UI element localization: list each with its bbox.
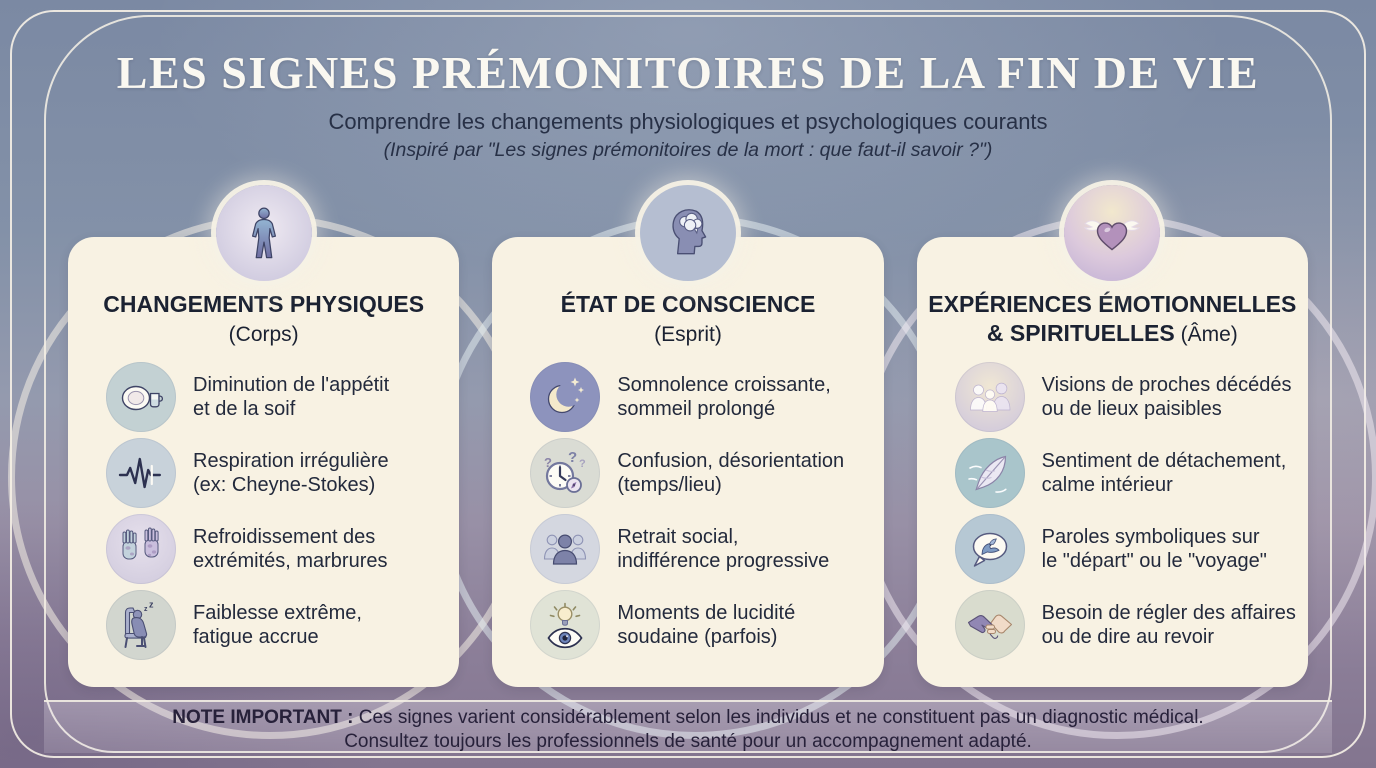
item-text: Diminution de l'appétit et de la soif [193,373,390,421]
dove-speech-icon [954,514,1025,584]
list-item: Refroidissement des extrémités, marbrure… [106,514,459,584]
item-list: Diminution de l'appétit et de la soif Re… [68,362,459,660]
item-text: Refroidissement des extrémités, marbrure… [193,525,388,573]
plate-cup-icon [106,362,176,432]
card-subtitle: (Corps) [68,320,459,348]
moon-stars-icon [530,362,601,432]
winged-heart-icon [1064,185,1161,281]
page-attribution: (Inspiré par "Les signes prémonitoires d… [383,139,993,161]
card-title-line2: & SPIRITUELLES [986,320,1175,346]
list-item: Diminution de l'appétit et de la soif [106,362,459,432]
card-subtitle: & SPIRITUELLES (Âme) [917,320,1308,348]
human-body-icon [251,207,276,259]
card-header: CHANGEMENTS PHYSIQUES (Corps) [68,237,459,348]
list-item: Visions de proches décédés ou de lieux p… [954,362,1308,432]
columns-container: CHANGEMENTS PHYSIQUES (Corps) [68,185,1308,687]
svg-text:z: z [149,601,154,610]
list-item: Respiration irrégulière (ex: Cheyne-Stok… [106,438,459,508]
card-title: CHANGEMENTS PHYSIQUES [103,291,425,317]
card-header: ÉTAT DE CONSCIENCE (Esprit) [492,237,883,348]
item-text: Confusion, désorientation (temps/lieu) [617,449,845,497]
item-text: Moments de lucidité soudaine (parfois) [617,601,796,649]
card-state-of-consciousness: ÉTAT DE CONSCIENCE (Esprit) [492,185,884,687]
page-title: LES SIGNES PRÉMONITOIRES DE LA FIN DE VI… [116,47,1260,98]
footer-label: NOTE IMPORTANT : [172,707,354,728]
head-brain-icon [672,209,707,255]
svg-text:?: ? [544,455,552,470]
winged-heart-icon [1084,220,1141,251]
item-text: Respiration irrégulière (ex: Cheyne-Stok… [193,449,389,497]
head-brain-icon [639,185,736,281]
item-text: Retrait social, indifférence progressive [617,525,830,573]
card-title: ÉTAT DE CONSCIENCE [560,291,816,317]
card-header: EXPÉRIENCES ÉMOTIONNELLES & SPIRITUELLES… [917,237,1308,348]
clock-disorientation-icon: ? ? ? [530,438,601,508]
item-text: Faiblesse extrême, fatigue accrue [193,601,362,649]
svg-text:?: ? [579,458,586,470]
card-subtitle: (Esprit) [492,320,883,348]
handshake-icon [954,590,1025,660]
list-item: Sentiment de détachement, calme intérieu… [954,438,1308,508]
page-subtitle: Comprendre les changements physiologique… [328,109,1048,134]
spirit-figures-icon [954,362,1025,432]
svg-text:z: z [144,606,148,613]
list-item: Moments de lucidité soudaine (parfois) [530,590,883,660]
list-item: Somnolence croissante, sommeil prolongé [530,362,883,432]
human-body-icon [215,185,312,281]
breathing-waveform-icon [106,438,176,508]
footer-text-1: Ces signes varient considérablement selo… [358,707,1204,728]
social-withdrawal-icon [530,514,601,584]
card-subtitle-text: (Âme) [1180,323,1238,346]
footer-line-1: NOTE IMPORTANT : Ces signes varient cons… [44,706,1332,730]
footer-line-2: Consultez toujours les professionnels de… [344,731,1032,752]
item-text: Visions de proches décédés ou de lieux p… [1041,373,1292,421]
item-text: Somnolence croissante, sommeil prolongé [617,373,831,421]
card-subtitle-text: (Esprit) [654,323,722,346]
item-text: Besoin de régler des affaires ou de dire… [1041,601,1296,649]
list-item: Besoin de régler des affaires ou de dire… [954,590,1308,660]
list-item: Paroles symboliques sur le "départ" ou l… [954,514,1308,584]
item-text: Sentiment de détachement, calme intérieu… [1041,449,1287,497]
card-emotional-spiritual: EXPÉRIENCES ÉMOTIONNELLES & SPIRITUELLES… [916,185,1308,687]
header: LES SIGNES PRÉMONITOIRES DE LA FIN DE VI… [0,46,1376,162]
lucidity-eye-icon [530,590,601,660]
item-list: Somnolence croissante, sommeil prolongé … [492,362,883,660]
svg-text:?: ? [568,449,577,466]
card-subtitle-text: (Corps) [228,323,299,346]
feather-icon [954,438,1025,508]
card-title: EXPÉRIENCES ÉMOTIONNELLES [928,291,1297,317]
list-item: ? ? ? Confusion, désorientation (temps/l… [530,438,883,508]
item-text: Paroles symboliques sur le "départ" ou l… [1041,525,1267,573]
card-physical-changes: CHANGEMENTS PHYSIQUES (Corps) [68,185,460,687]
item-list: Visions de proches décédés ou de lieux p… [917,362,1308,660]
list-item: Retrait social, indifférence progressive [530,514,883,584]
cold-hands-icon [106,514,176,584]
footer-note: NOTE IMPORTANT : Ces signes varient cons… [44,700,1332,753]
